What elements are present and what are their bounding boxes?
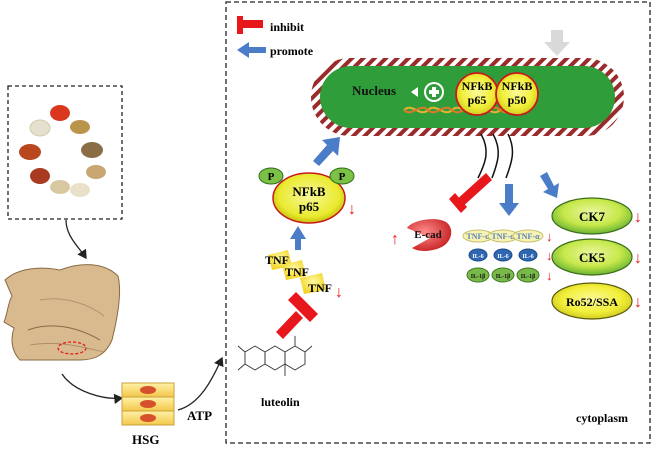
luteolin-structure-icon — [237, 336, 313, 376]
cytokine-down-arrow: ↓ — [546, 268, 553, 283]
cytoplasm-label: cytoplasm — [576, 411, 628, 425]
atp-label: ATP — [187, 408, 212, 423]
promote-arrow-to-markers — [540, 172, 559, 198]
cytokine-il1b-chip — [466, 267, 490, 283]
ck7-down-arrow: ↓ — [634, 209, 642, 226]
legend-inhibit-label: inhibit — [270, 20, 304, 34]
promote-arrow-tnf-to-nfkb — [290, 226, 306, 250]
cytokine-il1b-chip — [491, 267, 515, 283]
cytokine-il1b-chip — [516, 267, 540, 283]
cytokine-il1b-label: IL-1β — [496, 274, 511, 280]
ck7-marker: CK7 ↓ — [551, 197, 642, 235]
ck5-marker: CK5 ↓ — [551, 238, 642, 276]
ecad-up-arrow: ↑ — [391, 231, 399, 248]
ro52-ssa-marker: Ro52/SSA ↓ — [551, 282, 642, 320]
nfkb-down-arrow: ↓ — [348, 201, 356, 218]
salivary-gland-head-illustration — [3, 264, 121, 361]
cytokine-down-arrow: ↓ — [546, 229, 553, 244]
legend: inhibit promote — [237, 16, 314, 58]
nfkb-p65-nuclear-line1: NFkB — [462, 79, 493, 93]
nfkb-p50-nuclear-line2: p50 — [508, 93, 527, 107]
legend-promote-label: promote — [270, 44, 314, 58]
inhibit-arrow-luteolin — [276, 292, 318, 339]
phospho-left-label: P — [268, 171, 275, 183]
ck7-label: CK7 — [579, 209, 606, 224]
tnf-label-3: TNF — [308, 281, 332, 295]
cytokine-tnf-alpha-label: TNF-α — [491, 232, 515, 241]
nfkb-p50-nuclear: NFkB p50 — [495, 72, 539, 116]
nfkb-p65-nuclear: NFkB p65 — [455, 72, 499, 116]
nucleus: Nucleus NFkB p65 NFkB p50 — [311, 58, 624, 136]
phospho-left-icon: P — [258, 167, 284, 185]
ck5-down-arrow: ↓ — [634, 250, 642, 267]
tnf-down-arrow: ↓ — [335, 284, 343, 301]
cytokine-il1b-label: IL-1β — [521, 274, 536, 280]
cytokine-down-arrow: ↓ — [546, 248, 553, 263]
cytokine-tnf-alpha-label: TNF-α — [516, 232, 540, 241]
nfkb-p65-nuclear-line2: p65 — [468, 93, 487, 107]
cytokine-il6-chip — [468, 248, 488, 262]
tnf-label-2: TNF — [285, 265, 309, 279]
cytokine-il6-label: IL-6 — [472, 254, 483, 260]
ro52-down-arrow: ↓ — [634, 294, 642, 311]
cytokine-il1b-label: IL-1β — [471, 274, 486, 280]
promote-legend-icon — [237, 42, 266, 58]
cytokine-il6-chip — [518, 248, 538, 262]
tnf-label-1: TNF — [265, 253, 289, 267]
faded-down-arrow-icon — [544, 30, 570, 56]
nfkb-p65-cyto-line1: NFkB — [292, 184, 326, 199]
phospho-right-icon: P — [329, 167, 355, 185]
plus-icon — [411, 82, 444, 102]
inhibit-arrow-to-ecad — [449, 173, 492, 213]
ro52-ssa-label: Ro52/SSA — [566, 295, 618, 309]
herb-samples-icon — [19, 105, 106, 197]
nucleus-label: Nucleus — [352, 83, 396, 98]
inhibit-legend-icon — [237, 16, 263, 34]
hsg-cell-stack — [121, 382, 175, 426]
cytokine-il6-label: IL-6 — [497, 254, 508, 260]
promote-arrow-to-nucleus — [313, 137, 340, 166]
transcription-lines — [477, 133, 514, 179]
nfkb-p50-nuclear-line1: NFkB — [502, 79, 533, 93]
herb-ingredients-box — [7, 85, 123, 220]
nfkb-p65-cyto-line2: p65 — [299, 199, 320, 214]
cytokine-il6-chip — [493, 248, 513, 262]
ck5-label: CK5 — [579, 250, 606, 265]
cytokine-tnf-alpha-label: TNF-α — [466, 232, 490, 241]
tnf-cluster: TNF TNF TNF ↓ — [265, 250, 343, 301]
cytokine-tnf-alpha-chip — [512, 229, 544, 243]
ecad-label: E-cad — [414, 229, 442, 241]
cell-boundary — [225, 1, 651, 444]
hsg-label: HSG — [132, 432, 159, 447]
nfkb-p65-cytoplasmic: NFkB p65 P P ↓ — [258, 167, 356, 224]
phospho-right-label: P — [339, 171, 346, 183]
promote-arrow-to-cytokines — [499, 184, 519, 216]
e-cadherin: E-cad ↑ — [391, 219, 452, 251]
cytokine-il6-label: IL-6 — [522, 254, 533, 260]
luteolin-label: luteolin — [261, 395, 300, 409]
